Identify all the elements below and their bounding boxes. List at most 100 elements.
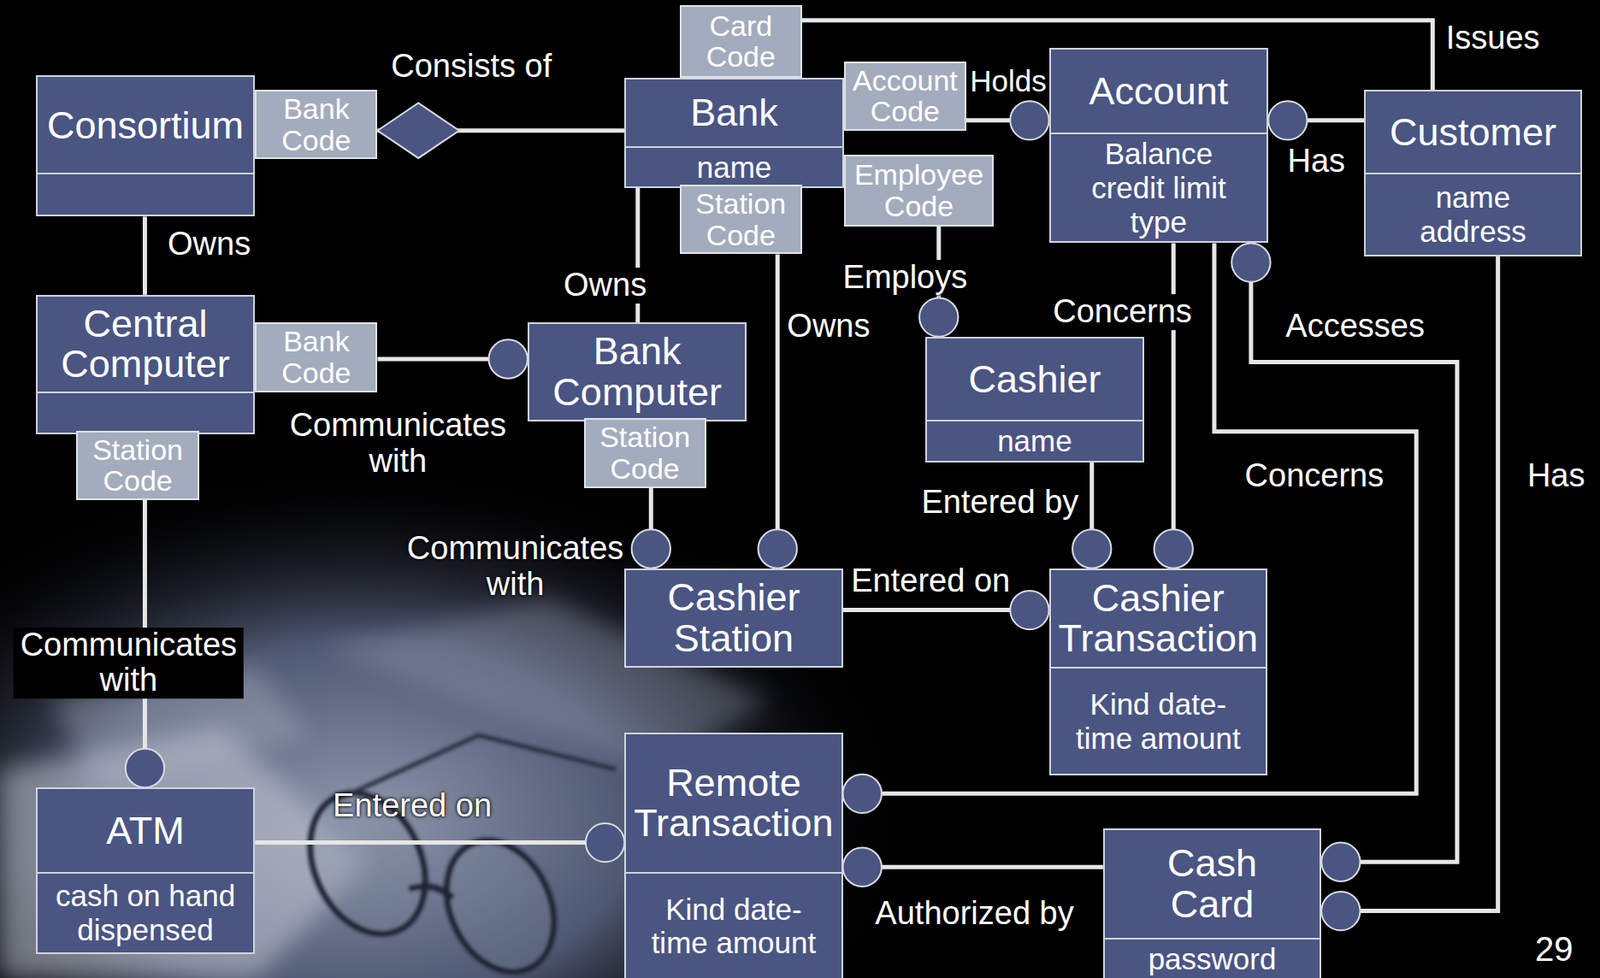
association-name: Employs xyxy=(840,259,971,296)
class-name-compartment: Account xyxy=(1050,49,1268,133)
qualifier-box: Bank Code xyxy=(254,89,378,160)
class-name-compartment: Cashier Transaction xyxy=(1050,570,1266,668)
association-name: Authorized by xyxy=(872,896,1076,933)
glasses-lens xyxy=(426,823,575,978)
attribute-compartment: Balance credit limit type xyxy=(1050,132,1268,243)
attribute-compartment: name address xyxy=(1365,172,1580,254)
qualifier-box: Bank Code xyxy=(254,322,378,392)
qualifier-text: Bank Code xyxy=(259,325,372,389)
qualifier-box: Station Code xyxy=(679,184,803,254)
glasses-bridge xyxy=(408,886,454,898)
class-name: Bank xyxy=(690,92,779,134)
class-name-compartment: Remote Transaction xyxy=(625,734,841,873)
class-name-compartment: Cashier xyxy=(926,338,1142,420)
multiplicity-dot xyxy=(125,749,165,788)
association-name: Holds xyxy=(967,64,1049,99)
attribute-compartment: Kind date-time amount xyxy=(1050,667,1266,774)
attribute-compartment: password xyxy=(1104,938,1320,978)
class-name: ATM xyxy=(106,810,185,852)
qualifier-text: Station Code xyxy=(81,434,194,497)
class-name-compartment: Consortium xyxy=(37,76,254,173)
attribute-compartment: Kind date-time amount xyxy=(625,872,841,978)
attribute-list: password xyxy=(1148,942,1277,977)
attribute-list: name xyxy=(696,150,773,185)
association-name: Entered on xyxy=(848,563,1013,600)
class-name-compartment: Central Computer xyxy=(37,296,254,392)
association-name: Has xyxy=(1284,143,1348,180)
qualifier-text: Bank Code xyxy=(259,93,372,156)
attribute-compartment: name xyxy=(625,146,843,187)
association-name: Owns xyxy=(560,267,650,304)
qualifier-box: Station Code xyxy=(76,430,199,501)
association-line xyxy=(142,216,148,295)
class-box: ATM cash on hand dispensed xyxy=(35,787,256,955)
page-number: 29 xyxy=(1532,930,1577,969)
qualifier-box: Account Code xyxy=(844,61,967,131)
class-name: Remote Transaction xyxy=(630,762,837,845)
class-name-compartment: Cashier Station xyxy=(625,570,841,667)
multiplicity-dot xyxy=(1321,891,1360,931)
class-name: Cashier xyxy=(968,359,1101,401)
association-name: Consists of xyxy=(388,48,555,85)
empty-compartment xyxy=(37,391,254,433)
class-box: Remote TransactionKind date-time amount xyxy=(624,732,843,978)
class-name-compartment: Cash Card xyxy=(1104,830,1320,939)
association-name: Entered on xyxy=(330,788,495,825)
attribute-compartment: name xyxy=(926,419,1142,461)
association-name: Concerns xyxy=(1242,458,1388,495)
multiplicity-dot xyxy=(631,529,671,568)
attribute-list: name xyxy=(997,424,1073,459)
qualifier-text: Station Code xyxy=(684,188,798,251)
class-name: Bank Computer xyxy=(533,330,742,413)
multiplicity-dot xyxy=(758,529,798,568)
class-name: Account xyxy=(1089,70,1229,113)
association-name: Entered by xyxy=(918,484,1081,521)
class-name: Cashier Station xyxy=(630,577,837,659)
association-name: Concerns xyxy=(1050,294,1195,331)
class-box: Customer name address xyxy=(1363,89,1582,257)
multiplicity-dot xyxy=(489,339,528,378)
qualifier-box: Card Code xyxy=(679,5,803,78)
multiplicity-dot xyxy=(1072,529,1111,568)
class-box: Cashier Station xyxy=(624,568,843,668)
qualifier-text: Account Code xyxy=(849,64,962,128)
photo-glasses xyxy=(288,735,616,978)
class-box: AccountBalance credit limit type xyxy=(1049,47,1270,243)
class-name-compartment: Customer xyxy=(1365,91,1580,173)
association-line xyxy=(775,253,780,568)
class-name: Consortium xyxy=(47,105,244,147)
attribute-list: Kind date-time amount xyxy=(1071,687,1246,756)
multiplicity-dot xyxy=(1009,590,1049,630)
association-name: Communicates with xyxy=(400,531,631,604)
attribute-list: Kind date-time amount xyxy=(647,892,821,962)
class-name: Cash Card xyxy=(1147,843,1276,925)
multiplicity-dot xyxy=(1268,100,1307,140)
attribute-list: cash on hand dispensed xyxy=(41,879,250,948)
association-name: Communicates with xyxy=(13,627,244,700)
multiplicity-dot xyxy=(1009,100,1049,140)
qualifier-text: Card Code xyxy=(684,10,798,73)
association-name: Accesses xyxy=(1282,308,1428,345)
association-name: Has xyxy=(1524,458,1589,495)
class-name: Central Computer xyxy=(41,303,250,385)
qualifier-box: Employee Code xyxy=(844,154,994,227)
class-box: Cashier TransactionKind date-time amount xyxy=(1049,568,1268,777)
attribute-list: name address xyxy=(1386,180,1560,249)
multiplicity-dot xyxy=(843,848,882,887)
class-box: Cashier name xyxy=(925,336,1144,463)
attribute-list: Balance credit limit type xyxy=(1071,136,1246,240)
association-name: Owns xyxy=(784,308,873,345)
class-name-compartment: Bank Computer xyxy=(529,324,746,420)
qualifier-text: Station Code xyxy=(589,421,702,485)
association-line xyxy=(1321,256,1498,912)
class-box: Bank name xyxy=(624,77,845,189)
multiplicity-dot xyxy=(919,297,958,337)
association-line xyxy=(254,840,625,845)
class-box: Central Computer xyxy=(35,295,256,435)
association-line xyxy=(1171,242,1176,568)
photo-glow xyxy=(0,461,916,978)
empty-compartment xyxy=(37,172,254,215)
class-box: Cash Card password xyxy=(1103,828,1322,978)
multiplicity-dot xyxy=(1231,242,1270,282)
